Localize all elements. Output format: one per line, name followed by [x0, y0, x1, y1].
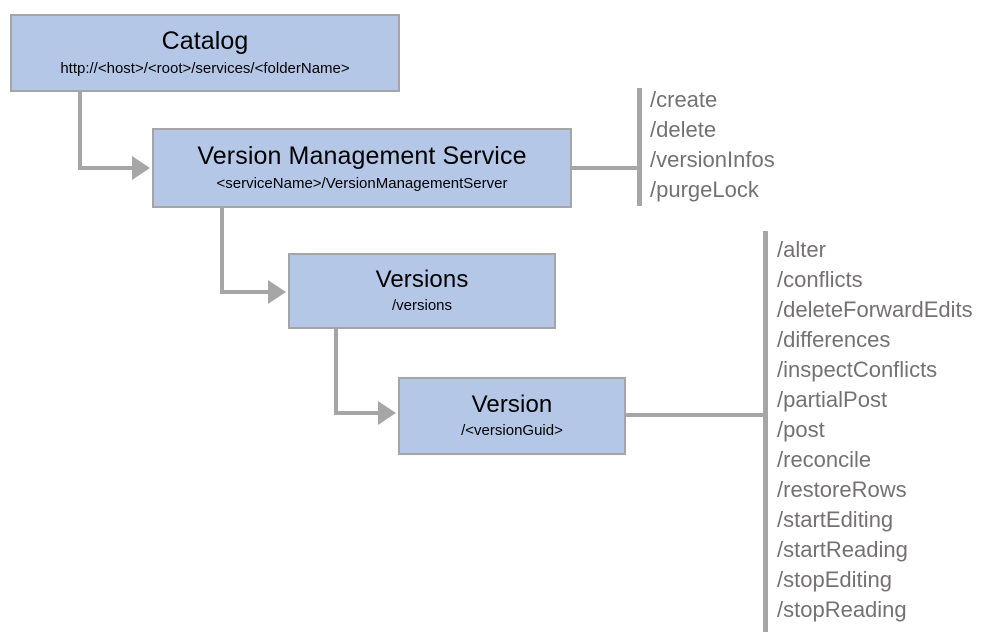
node-catalog[interactable]: Catalog http://<host>/<root>/services/<f… [10, 14, 400, 92]
node-catalog-title: Catalog [161, 27, 249, 56]
operation-item[interactable]: /startEditing [777, 507, 894, 532]
operation-item[interactable]: /restoreRows [777, 477, 907, 502]
connector-vms-to-versions-vertical [220, 208, 224, 294]
node-version-path: /<versionGuid> [461, 422, 563, 440]
operation-item[interactable]: /reconcile [777, 447, 872, 472]
operation-item[interactable]: /purgeLock [650, 177, 759, 202]
operation-item[interactable]: /startReading [777, 537, 908, 562]
operation-list-version-management-service: /create /delete /versionInfos /purgeLock [650, 85, 775, 205]
connector-versions-to-version-vertical [334, 329, 338, 415]
connector-vms-to-versions-horizontal [220, 290, 272, 294]
arrowhead-catalog-to-vms [132, 156, 150, 180]
arrowhead-versions-to-version [378, 401, 396, 425]
node-version-title: Version [471, 390, 553, 418]
operation-item[interactable]: /conflicts [777, 267, 863, 292]
bracket-vms-operations [637, 88, 642, 206]
node-version-management-service[interactable]: Version Management Service <serviceName>… [152, 128, 572, 208]
node-catalog-path: http://<host>/<root>/services/<folderNam… [60, 60, 350, 77]
operation-item[interactable]: /create [650, 87, 718, 112]
operation-item[interactable]: /versionInfos [650, 147, 775, 172]
bracket-version-operations [763, 231, 768, 632]
operation-item[interactable]: /partialPost [777, 387, 888, 412]
operation-item[interactable]: /stopEditing [777, 567, 892, 592]
connector-versions-to-version-horizontal [334, 411, 382, 415]
operation-item[interactable]: /differences [777, 327, 891, 352]
operation-item[interactable]: /inspectConflicts [777, 357, 938, 382]
operation-item[interactable]: /delete [650, 117, 717, 142]
operation-item[interactable]: /deleteForwardEdits [777, 297, 973, 322]
node-version[interactable]: Version /<versionGuid> [398, 377, 626, 455]
connector-catalog-to-vms-vertical [78, 92, 82, 170]
operation-item[interactable]: /alter [777, 237, 826, 262]
node-version-management-service-path: <serviceName>/VersionManagementServer [216, 175, 508, 192]
node-version-management-service-title: Version Management Service [197, 142, 527, 171]
connector-catalog-to-vms-horizontal [78, 166, 134, 170]
node-versions-title: Versions [375, 265, 469, 293]
node-versions[interactable]: Versions /versions [288, 253, 556, 329]
node-versions-path: /versions [391, 297, 453, 315]
operation-item[interactable]: /post [777, 417, 825, 442]
connector-version-to-operations [626, 413, 768, 417]
operation-item[interactable]: /stopReading [777, 597, 907, 622]
arrowhead-vms-to-versions [268, 280, 286, 304]
connector-vms-to-operations [572, 166, 642, 170]
operation-list-version: /alter /conflicts /deleteForwardEdits /d… [777, 235, 973, 625]
